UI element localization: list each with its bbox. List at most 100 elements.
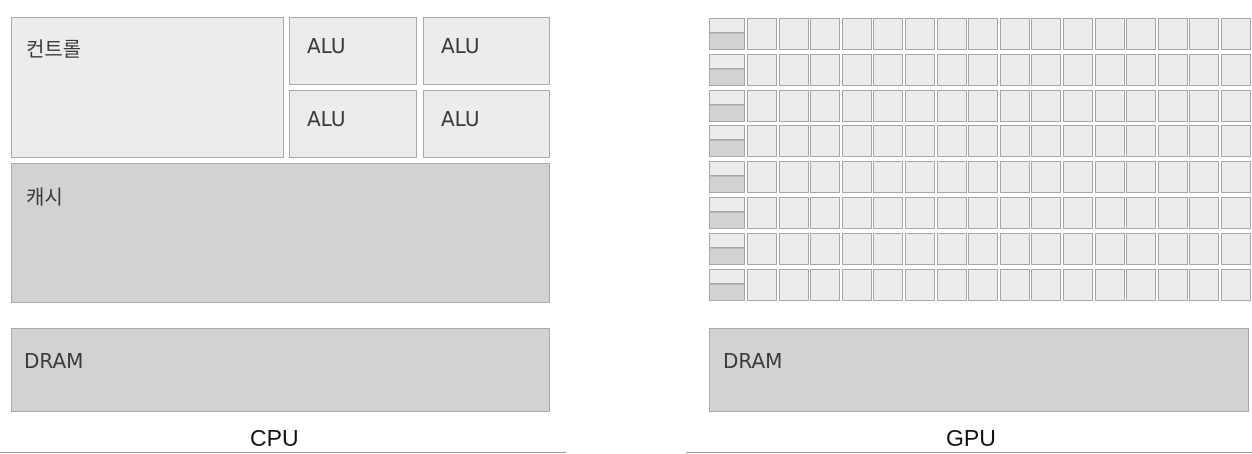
gpu-alu-cell: [1221, 161, 1251, 194]
gpu-alu-cell: [936, 232, 967, 265]
gpu-alu-cell: [747, 161, 777, 194]
gpu-control-cache-unit: [709, 197, 745, 229]
gpu-alu-cell: [841, 18, 872, 50]
gpu-alu-cell: [905, 53, 935, 86]
gpu-alu-cell: [747, 197, 777, 229]
gpu-alu-cell: [1189, 18, 1220, 50]
gpu-alu-cell: [936, 197, 967, 229]
gpu-alu-cell: [1157, 232, 1188, 265]
gpu-alu-cell: [873, 18, 904, 50]
gpu-alu-cell: [1031, 232, 1062, 265]
gpu-alu-cell: [778, 161, 809, 194]
alu-label: ALU: [307, 34, 346, 58]
gpu-alu-cell: [999, 18, 1030, 50]
gpu-alu-cell: [841, 197, 872, 229]
gpu-alu-cell: [841, 125, 872, 158]
gpu-alu-cell: [810, 161, 841, 194]
gpu-alu-cell: [905, 161, 935, 194]
gpu-alu-cell: [873, 89, 904, 122]
gpu-alu-cell: [1189, 232, 1220, 265]
gpu-alu-cell: [873, 197, 904, 229]
gpu-alu-cell: [968, 197, 999, 229]
gpu-alu-cell: [747, 268, 777, 301]
cpu-cache-label: 캐시: [26, 185, 63, 209]
gpu-caption: GPU: [946, 425, 996, 451]
gpu-control-cache-unit: [709, 232, 745, 265]
gpu-alu-cell: [778, 268, 809, 301]
gpu-alu-cell: [1189, 268, 1220, 301]
cpu-alu-2: ALU: [423, 17, 550, 85]
gpu-alu-cell: [841, 232, 872, 265]
gpu-alu-cell: [905, 232, 935, 265]
gpu-alu-cell: [810, 268, 841, 301]
gpu-control-cache-unit: [709, 18, 745, 50]
gpu-alu-cell: [1189, 161, 1220, 194]
gpu-alu-cell: [1031, 18, 1062, 50]
gpu-alu-cell: [968, 53, 999, 86]
gpu-alu-cell: [873, 53, 904, 86]
gpu-alu-cell: [1221, 125, 1251, 158]
gpu-alu-cell: [810, 53, 841, 86]
gpu-alu-cell: [968, 161, 999, 194]
gpu-alu-cell: [1126, 232, 1157, 265]
alu-label: ALU: [441, 107, 480, 131]
gpu-control-cache-unit: [709, 268, 745, 301]
gpu-alu-cell: [873, 268, 904, 301]
gpu-alu-cell: [747, 125, 777, 158]
gpu-alu-cell: [1157, 18, 1188, 50]
gpu-alu-cell: [810, 89, 841, 122]
gpu-alu-cell: [1094, 232, 1125, 265]
gpu-alu-cell: [1063, 125, 1093, 158]
gpu-alu-cell: [1094, 125, 1125, 158]
gpu-alu-cell: [1221, 268, 1251, 301]
gpu-alu-cell: [905, 89, 935, 122]
gpu-alu-cell: [999, 53, 1030, 86]
gpu-alu-cell: [1189, 125, 1220, 158]
gpu-alu-cell: [999, 197, 1030, 229]
cpu-baseline: [0, 452, 566, 453]
gpu-alu-cell: [1031, 53, 1062, 86]
gpu-alu-cell: [1126, 53, 1157, 86]
gpu-alu-cell: [1063, 89, 1093, 122]
gpu-alu-cell: [936, 161, 967, 194]
gpu-alu-cell: [968, 232, 999, 265]
gpu-alu-cell: [873, 232, 904, 265]
alu-label: ALU: [441, 34, 480, 58]
gpu-alu-cell: [778, 197, 809, 229]
gpu-alu-cell: [841, 268, 872, 301]
gpu-alu-cell: [841, 53, 872, 86]
gpu-alu-cell: [968, 268, 999, 301]
gpu-alu-cell: [999, 125, 1030, 158]
gpu-control-cache-unit: [709, 89, 745, 122]
gpu-alu-cell: [1189, 89, 1220, 122]
gpu-alu-cell: [1221, 232, 1251, 265]
gpu-alu-cell: [905, 197, 935, 229]
gpu-alu-cell: [999, 232, 1030, 265]
gpu-alu-cell: [936, 89, 967, 122]
gpu-alu-cell: [968, 89, 999, 122]
gpu-alu-cell: [1094, 268, 1125, 301]
gpu-alu-cell: [1063, 232, 1093, 265]
gpu-control-cache-unit: [709, 125, 745, 158]
cpu-cache: 캐시: [11, 163, 550, 303]
gpu-control-cache-unit: [709, 53, 745, 86]
cpu-control-unit: 컨트롤: [11, 17, 284, 158]
gpu-alu-cell: [1221, 18, 1251, 50]
gpu-alu-cell: [1063, 161, 1093, 194]
gpu-alu-cell: [1031, 125, 1062, 158]
gpu-alu-cell: [1031, 197, 1062, 229]
cpu-caption: CPU: [250, 425, 299, 451]
gpu-core-grid: [709, 18, 1251, 302]
gpu-alu-cell: [1063, 197, 1093, 229]
gpu-alu-cell: [968, 125, 999, 158]
gpu-alu-cell: [778, 89, 809, 122]
gpu-alu-cell: [1189, 53, 1220, 86]
gpu-alu-cell: [810, 197, 841, 229]
gpu-alu-cell: [999, 89, 1030, 122]
gpu-alu-cell: [1157, 268, 1188, 301]
gpu-alu-cell: [1157, 125, 1188, 158]
gpu-alu-cell: [1094, 89, 1125, 122]
gpu-alu-cell: [999, 268, 1030, 301]
gpu-alu-cell: [1157, 89, 1188, 122]
gpu-alu-cell: [841, 161, 872, 194]
